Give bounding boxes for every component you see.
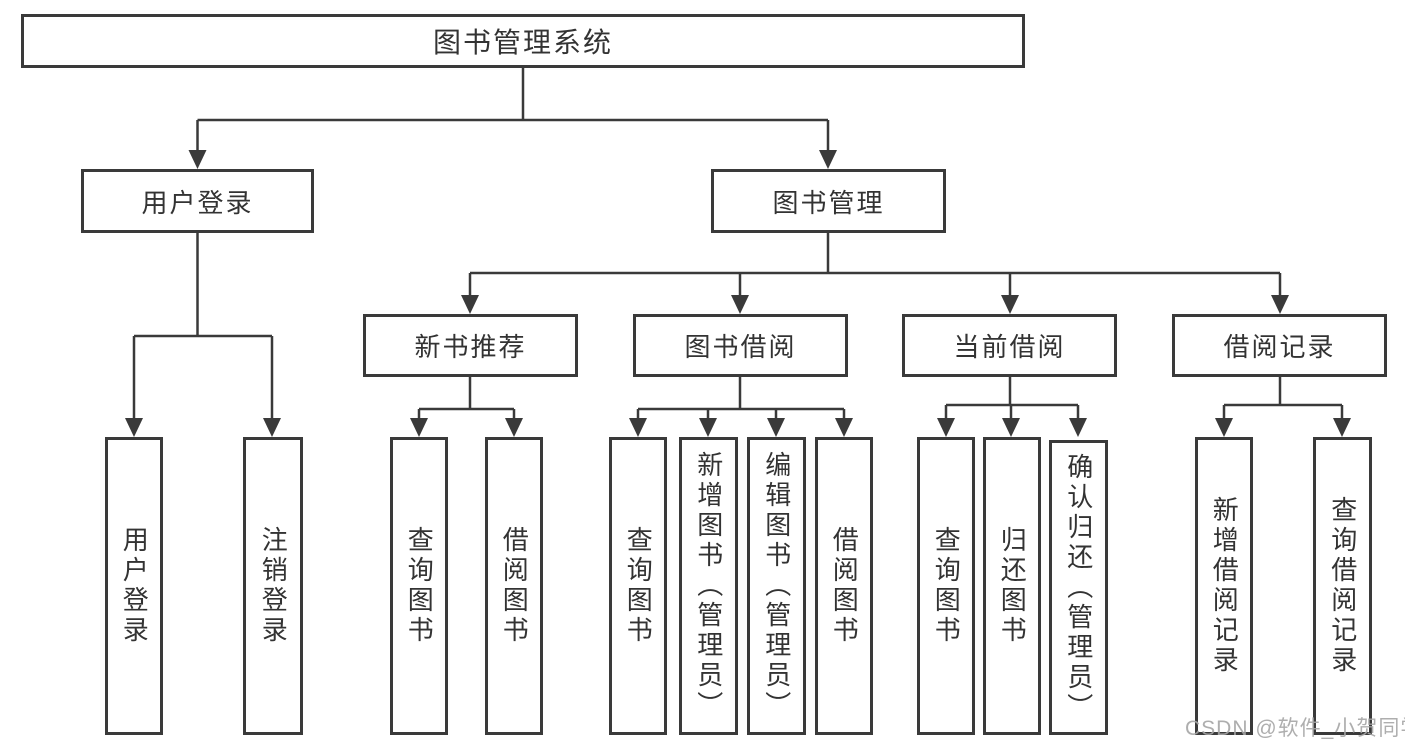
leaf-bb-query-books: 查询图书 xyxy=(609,437,667,735)
arrowheads xyxy=(125,150,1351,437)
leaf-cb-return-books-label: 归还图书 xyxy=(997,526,1028,646)
leaf-nbr-borrow-books-label: 借阅图书 xyxy=(499,526,530,646)
leaf-cb-query-books: 查询图书 xyxy=(917,437,975,735)
leaf-cb-query-books-label: 查询图书 xyxy=(931,526,962,646)
arrowhead xyxy=(629,418,647,437)
leaf-nbr-query-books-label: 查询图书 xyxy=(404,526,435,646)
arrowhead xyxy=(410,418,428,437)
arrowhead xyxy=(1069,418,1087,437)
arrowhead xyxy=(1001,295,1019,314)
leaf-nbr-borrow-books: 借阅图书 xyxy=(485,437,543,735)
leaf-br-query-record-label: 查询借阅记录 xyxy=(1327,496,1358,676)
leaf-logout: 注销登录 xyxy=(243,437,303,735)
node-book-management-label: 图书管理 xyxy=(772,187,885,218)
connector-records-to-leaves xyxy=(1222,377,1344,421)
csdn-watermark: CSDN @软件_小贺同学 xyxy=(1185,717,1405,740)
node-root-system: 图书管理系统 xyxy=(21,14,1025,68)
arrowhead xyxy=(767,418,785,437)
leaf-bb-borrow-books: 借阅图书 xyxy=(815,437,873,735)
connector-root-to-level2 xyxy=(196,68,830,152)
node-user-login-label: 用户登录 xyxy=(141,187,254,218)
leaf-bb-query-books-label: 查询图书 xyxy=(623,526,654,646)
leaf-bb-add-books-admin: 新增图书（管理员） xyxy=(679,437,738,735)
connector-lines xyxy=(132,68,1344,421)
connector-mgmt-to-level3 xyxy=(468,233,1282,297)
node-borrow-records: 借阅记录 xyxy=(1172,314,1387,377)
leaf-nbr-query-books: 查询图书 xyxy=(390,437,448,735)
leaf-br-add-record: 新增借阅记录 xyxy=(1195,437,1253,735)
arrowhead xyxy=(1271,295,1289,314)
arrowhead xyxy=(505,418,523,437)
arrowhead xyxy=(1215,418,1233,437)
arrowhead xyxy=(937,418,955,437)
arrowhead xyxy=(731,295,749,314)
node-book-management: 图书管理 xyxy=(711,169,946,233)
leaf-cb-return-books: 归还图书 xyxy=(983,437,1041,735)
leaf-br-add-record-label: 新增借阅记录 xyxy=(1209,496,1240,676)
connector-newbook-to-leaves xyxy=(417,377,516,421)
node-borrow-records-label: 借阅记录 xyxy=(1223,332,1336,362)
connector-bookborrow-to-leaves xyxy=(636,377,846,421)
node-current-borrow: 当前借阅 xyxy=(902,314,1117,377)
node-new-book-recommend: 新书推荐 xyxy=(363,314,578,377)
leaf-user-login: 用户登录 xyxy=(105,437,163,735)
node-new-book-recommend-label: 新书推荐 xyxy=(414,332,527,362)
leaf-bb-add-books-admin-label: 新增图书（管理员） xyxy=(693,451,724,721)
connector-login-to-leaves xyxy=(132,233,274,420)
leaf-bb-edit-books-admin: 编辑图书（管理员） xyxy=(747,437,806,735)
arrowhead xyxy=(835,418,853,437)
leaf-cb-confirm-return-admin-label: 确认归还（管理员） xyxy=(1063,452,1094,723)
arrowhead xyxy=(1002,418,1020,437)
connector-currentborrow-to-leaves xyxy=(944,377,1080,421)
arrowhead xyxy=(819,150,837,169)
arrowhead xyxy=(188,150,207,169)
node-book-borrow-label: 图书借阅 xyxy=(684,332,797,362)
arrowhead xyxy=(461,295,479,314)
leaf-logout-label: 注销登录 xyxy=(258,526,289,646)
node-current-borrow-label: 当前借阅 xyxy=(953,332,1066,362)
leaf-user-login-label: 用户登录 xyxy=(119,526,150,646)
arrowhead xyxy=(263,418,281,437)
leaf-bb-edit-books-admin-label: 编辑图书（管理员） xyxy=(761,451,792,721)
arrowhead xyxy=(125,418,143,437)
arrowhead xyxy=(1333,418,1351,437)
arrowhead xyxy=(699,418,717,437)
node-root-label: 图书管理系统 xyxy=(432,27,613,58)
node-book-borrow: 图书借阅 xyxy=(633,314,848,377)
node-user-login: 用户登录 xyxy=(81,169,314,233)
leaf-cb-confirm-return-admin: 确认归还（管理员） xyxy=(1049,440,1108,735)
leaf-bb-borrow-books-label: 借阅图书 xyxy=(829,526,860,646)
leaf-br-query-record: 查询借阅记录 xyxy=(1313,437,1372,735)
